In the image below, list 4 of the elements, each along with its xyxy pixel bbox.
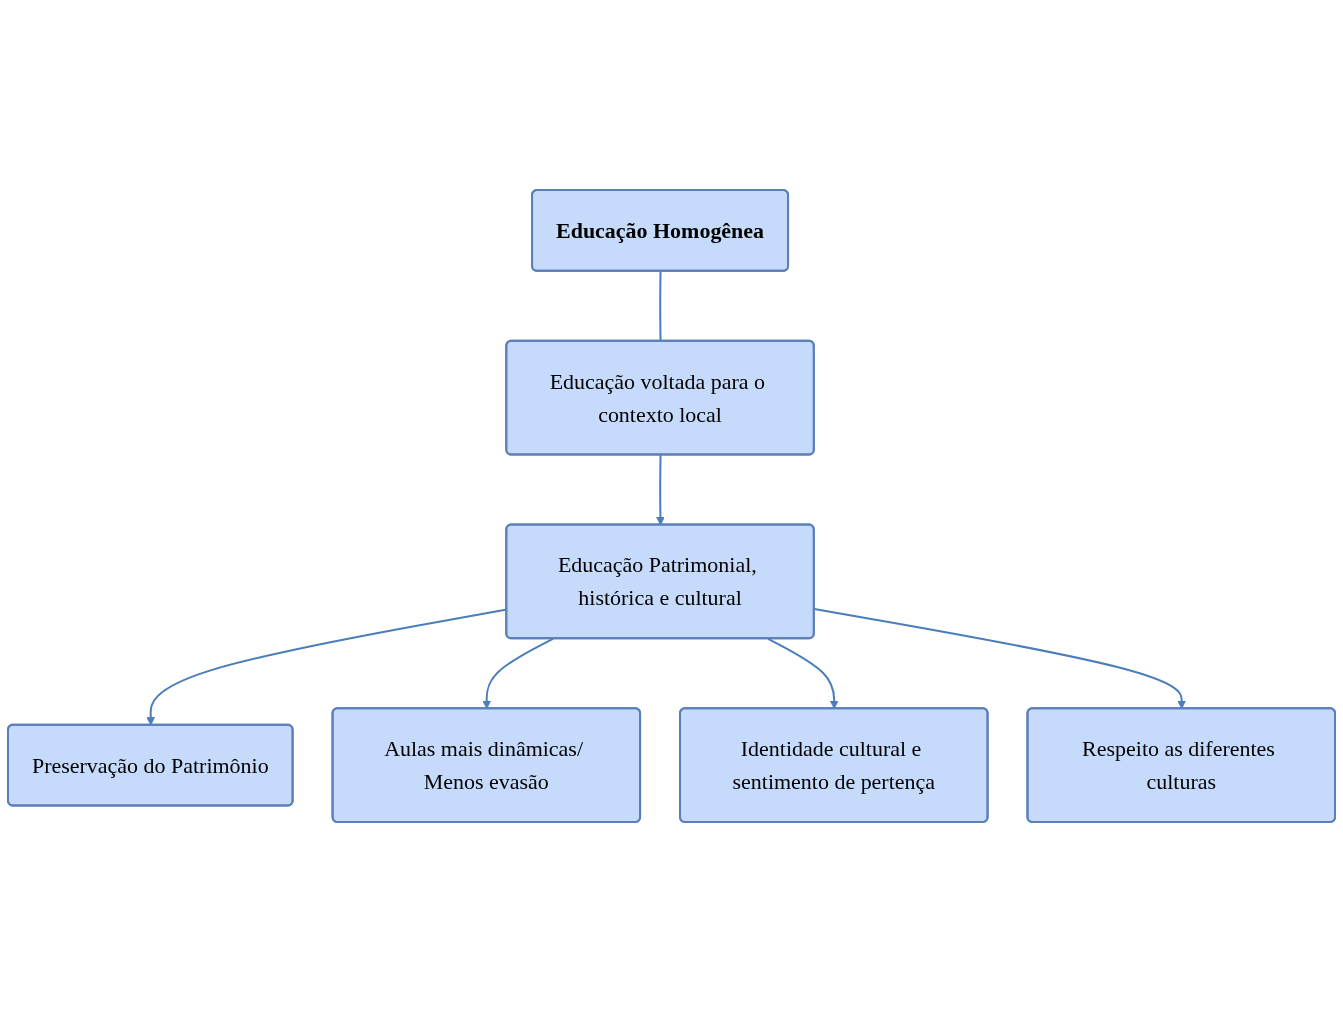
arrow bbox=[767, 637, 839, 710]
arrow bbox=[656, 454, 665, 526]
arrow bbox=[482, 637, 554, 710]
arrow bbox=[813, 608, 1186, 710]
